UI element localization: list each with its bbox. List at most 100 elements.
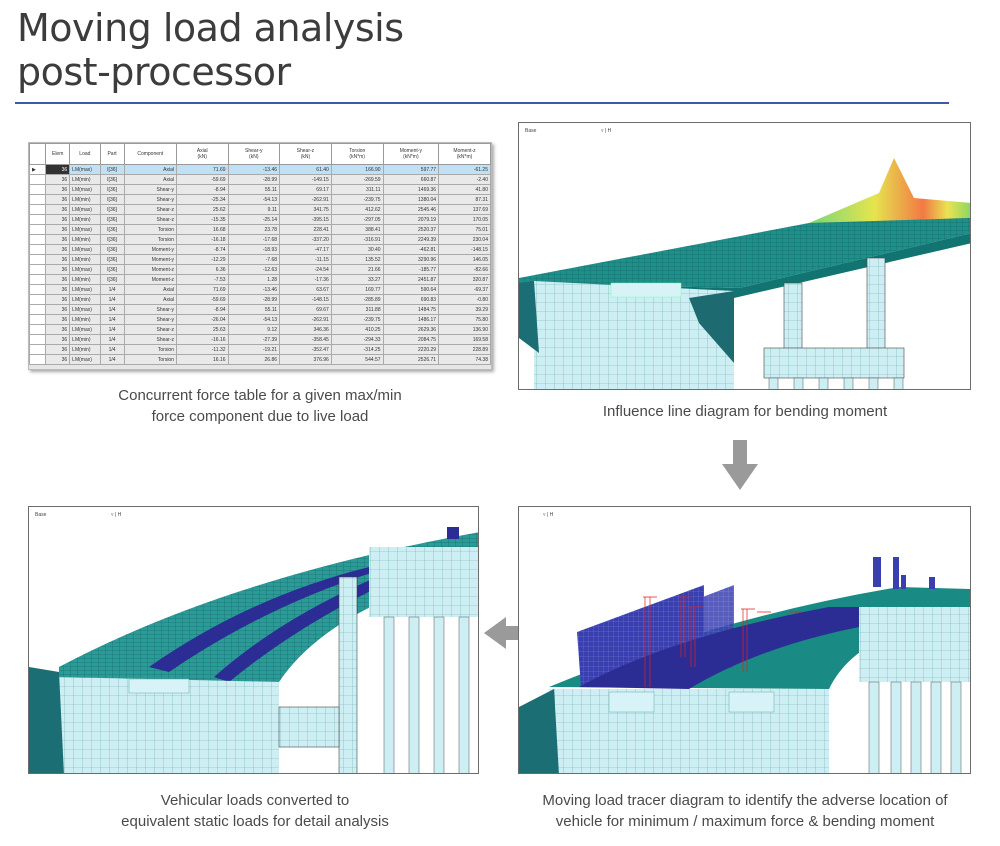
view-toggle[interactable]: ▿ | H [111, 512, 122, 518]
view-toggle[interactable]: ▿ | H [601, 128, 612, 134]
table-cell: Axial [123, 164, 178, 175]
caption-line: vehicle for minimum / maximum force & be… [555, 813, 935, 830]
base-label[interactable]: Base [35, 512, 47, 518]
row-selector[interactable] [29, 274, 47, 285]
table-cell: -395.15 [279, 214, 332, 225]
table-cell: 87.31 [438, 194, 491, 205]
influence-line-view[interactable]: Base ▿ | H [518, 122, 971, 390]
row-selector-arrow-icon[interactable]: ▶ [29, 164, 47, 175]
row-selector[interactable] [29, 184, 47, 195]
table-cell: 136.90 [438, 324, 491, 335]
row-selector[interactable] [29, 344, 47, 355]
row-selector[interactable] [29, 304, 47, 315]
column-header[interactable]: Shear-z (kN) [279, 143, 332, 165]
row-selector[interactable] [29, 244, 47, 255]
column-header[interactable]: Elem [45, 143, 71, 165]
base-label[interactable]: Base [525, 128, 537, 134]
column-header[interactable]: Shear-y (kN) [227, 143, 281, 165]
table-cell: 69.67 [279, 304, 332, 315]
table-cell: 71.69 [176, 164, 229, 175]
table-cell: 410.25 [330, 324, 384, 335]
row-selector[interactable] [29, 314, 47, 325]
row-selector[interactable] [29, 234, 47, 245]
table-cell: 1484.75 [382, 304, 440, 315]
table-cell: -16.18 [176, 234, 229, 245]
table-cell: -148.15 [438, 244, 491, 255]
table-cell: LM(max) [69, 284, 101, 295]
table-cell: -11.32 [176, 344, 229, 355]
row-selector[interactable] [29, 264, 47, 275]
table-cell: -24.54 [279, 264, 332, 275]
table-cell: 135.52 [330, 254, 384, 265]
row-selector[interactable] [29, 294, 47, 305]
caption-line: Concurrent force table for a given max/m… [118, 387, 402, 404]
column-header[interactable]: Axial (kN) [176, 143, 229, 165]
row-selector[interactable] [29, 354, 47, 365]
table-cell: 25.63 [176, 324, 229, 335]
table-cell: Moment-y [123, 244, 178, 255]
down-arrow-icon [722, 440, 758, 490]
table-cell: 2220.29 [382, 344, 440, 355]
row-selector[interactable] [29, 214, 47, 225]
column-header[interactable]: Component [123, 143, 178, 165]
table-cell: -82.66 [438, 264, 491, 275]
table-cell: Torsion [123, 344, 178, 355]
table-cell: LM(min) [69, 334, 101, 345]
table-cell: LM(max) [69, 264, 101, 275]
table-cell: I[36] [99, 254, 125, 265]
row-selector[interactable] [29, 324, 47, 335]
table-cell: 320.87 [438, 274, 491, 285]
column-header[interactable]: Moment-y (kN*m) [382, 143, 440, 165]
row-selector[interactable] [29, 254, 47, 265]
moving-load-tracer-view[interactable]: ▿ | H [518, 506, 971, 774]
table-cell: 412.62 [330, 204, 384, 215]
row-selector[interactable] [29, 174, 47, 185]
table-cell: 55.11 [227, 184, 281, 195]
static-loads-view[interactable]: Base ▿ | H [28, 506, 479, 774]
column-header[interactable] [29, 143, 47, 165]
column-header[interactable]: Torsion (kN*m) [330, 143, 384, 165]
table-cell: -148.15 [279, 294, 332, 305]
row-selector[interactable] [29, 194, 47, 205]
row-selector[interactable] [29, 334, 47, 345]
column-header[interactable]: Moment-z (kN*m) [438, 143, 491, 165]
caption-tracer: Moving load tracer diagram to identify t… [495, 790, 995, 832]
row-selector[interactable] [29, 284, 47, 295]
table-cell: 39.29 [438, 304, 491, 315]
table-cell: 75.01 [438, 224, 491, 235]
column-header[interactable]: Load [69, 143, 101, 165]
title-line-1: Moving load analysis [17, 6, 404, 50]
table-cell: 36 [45, 224, 71, 235]
table-cell: 2629.36 [382, 324, 440, 335]
row-selector[interactable] [29, 224, 47, 235]
table-cell: -54.13 [227, 314, 281, 325]
table-cell: -19.21 [227, 344, 281, 355]
table-cell: LM(min) [69, 344, 101, 355]
row-selector[interactable] [29, 204, 47, 215]
table-cell: Moment-z [123, 264, 178, 275]
table-cell: 36 [45, 214, 71, 225]
view-toggle[interactable]: ▿ | H [543, 512, 554, 518]
column-header[interactable]: Part [99, 143, 125, 165]
